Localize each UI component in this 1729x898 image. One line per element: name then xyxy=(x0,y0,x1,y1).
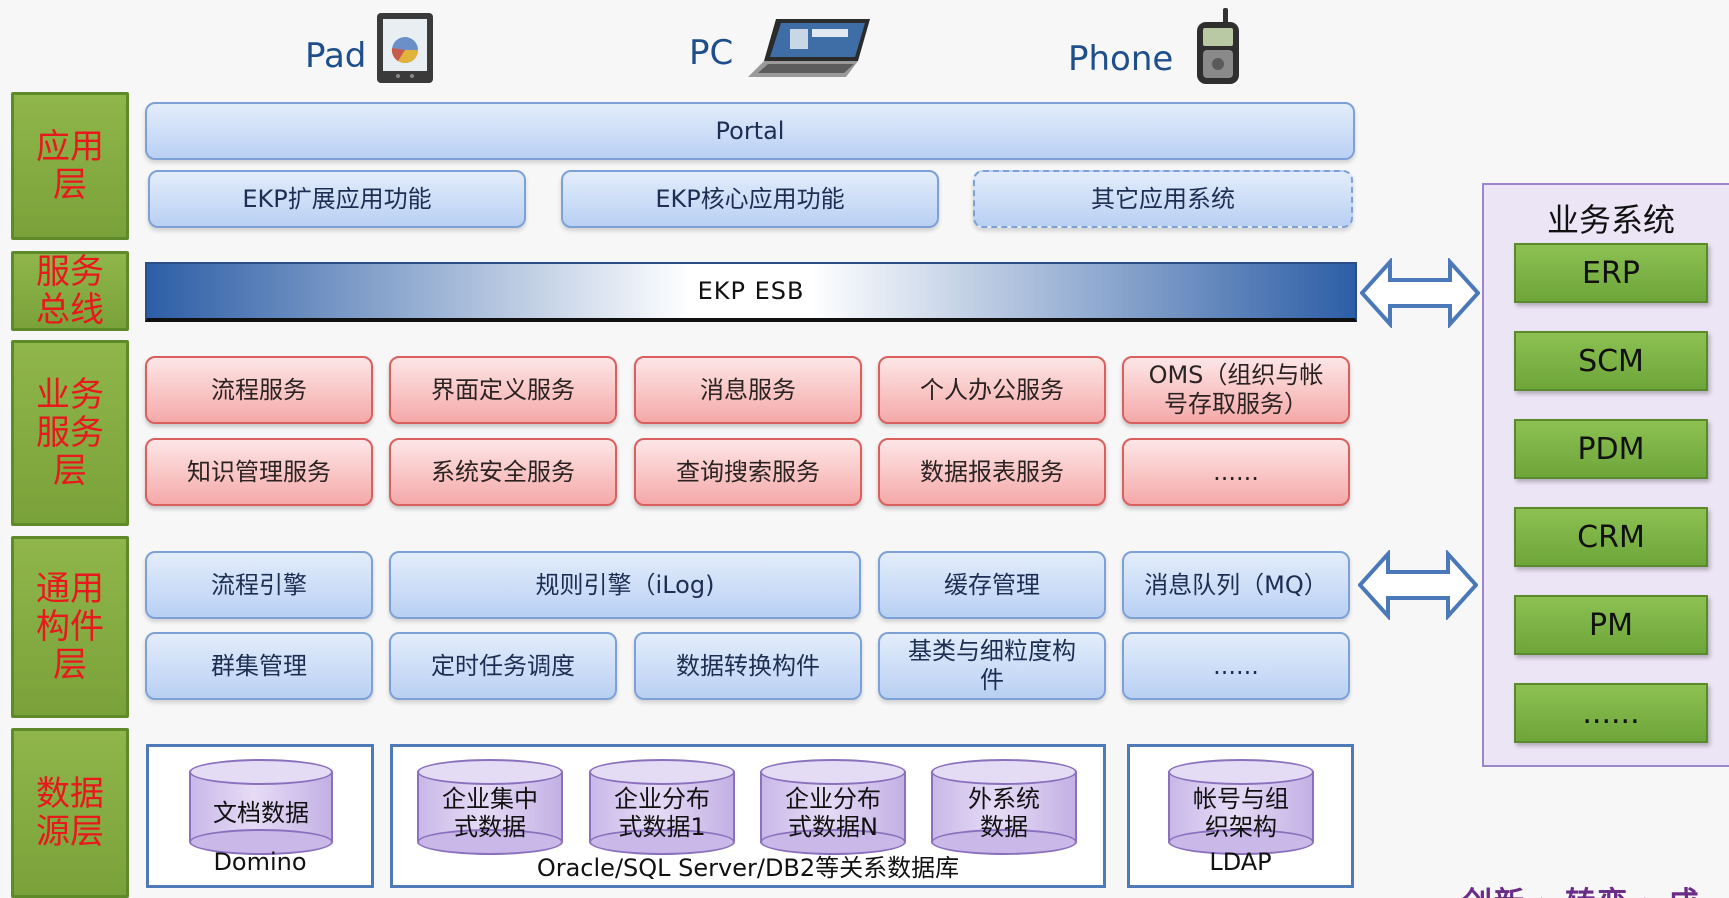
data-group-rdbms: 企业集中 式数据 企业分布 式数据1 企业分布 式数据N 外系统 数据 Orac… xyxy=(390,744,1106,888)
tablet-icon xyxy=(376,12,434,84)
database-cylinder: 外系统 数据 xyxy=(931,759,1077,855)
layer-label-data-source: 数据 源层 xyxy=(11,728,129,898)
phone-icon xyxy=(1193,8,1243,86)
layer-label-service-bus: 服务 总线 xyxy=(11,251,129,331)
data-group-caption: Oracle/SQL Server/DB2等关系数据库 xyxy=(536,854,960,882)
layer-label-application: 应用 层 xyxy=(11,92,129,240)
business-system-item: ERP xyxy=(1514,243,1708,303)
service-box: 查询搜索服务 xyxy=(634,438,862,506)
component-box: 基类与细粒度构 件 xyxy=(878,632,1106,700)
database-cylinder: 企业分布 式数据1 xyxy=(589,759,735,855)
database-cylinder: 企业分布 式数据N xyxy=(760,759,906,855)
service-box-oms: OMS（组织与帐 号存取服务） xyxy=(1122,356,1350,424)
business-system-item: PM xyxy=(1514,595,1708,655)
component-box: 流程引擎 xyxy=(145,551,373,619)
service-box: 流程服务 xyxy=(145,356,373,424)
component-box: 规则引擎（iLog) xyxy=(389,551,861,619)
database-cylinder: 企业集中 式数据 xyxy=(417,759,563,855)
business-systems-panel: 业务系统 ERP SCM PDM CRM PM ...... xyxy=(1482,183,1729,767)
portal-box: Portal xyxy=(145,102,1355,160)
app-item-ekp-core: EKP核心应用功能 xyxy=(561,170,939,228)
data-group-caption: Domino xyxy=(213,848,307,876)
app-item-ekp-extension: EKP扩展应用功能 xyxy=(148,170,526,228)
app-item-other-systems: 其它应用系统 xyxy=(973,170,1353,228)
component-box: 定时任务调度 xyxy=(389,632,617,700)
business-system-item: PDM xyxy=(1514,419,1708,479)
footer-slogan: 创新 › 转变 › 成 xyxy=(1462,878,1729,898)
service-box: 数据报表服务 xyxy=(878,438,1106,506)
business-systems-title: 业务系统 xyxy=(1546,201,1675,239)
data-group-domino: 文档数据 Domino xyxy=(146,744,374,888)
business-system-item: ...... xyxy=(1514,683,1708,743)
component-box-more: ...... xyxy=(1122,632,1350,700)
double-arrow-icon xyxy=(1359,256,1481,330)
database-cylinder: 帐号与组 织架构 xyxy=(1168,759,1314,855)
esb-bar: EKP ESB xyxy=(145,262,1357,322)
service-box: 知识管理服务 xyxy=(145,438,373,506)
device-label-pc: PC xyxy=(689,33,734,73)
component-box: 消息队列（MQ） xyxy=(1122,551,1350,619)
service-box: 系统安全服务 xyxy=(389,438,617,506)
data-group-caption: LDAP xyxy=(1209,848,1272,876)
layer-label-common-component: 通用 构件 层 xyxy=(11,536,129,718)
device-label-pad: Pad xyxy=(305,36,367,76)
data-group-ldap: 帐号与组 织架构 LDAP xyxy=(1127,744,1354,888)
layer-label-business-service: 业务 服务 层 xyxy=(11,340,129,526)
business-system-item: CRM xyxy=(1514,507,1708,567)
component-box: 群集管理 xyxy=(145,632,373,700)
device-label-phone: Phone xyxy=(1068,39,1174,79)
service-box: 界面定义服务 xyxy=(389,356,617,424)
service-box-more: ...... xyxy=(1122,438,1350,506)
service-box: 个人办公服务 xyxy=(878,356,1106,424)
database-cylinder: 文档数据 xyxy=(189,759,333,855)
service-box: 消息服务 xyxy=(634,356,862,424)
component-box: 数据转换构件 xyxy=(634,632,862,700)
laptop-icon xyxy=(746,17,874,79)
business-system-item: SCM xyxy=(1514,331,1708,391)
component-box: 缓存管理 xyxy=(878,551,1106,619)
double-arrow-icon xyxy=(1357,548,1479,622)
